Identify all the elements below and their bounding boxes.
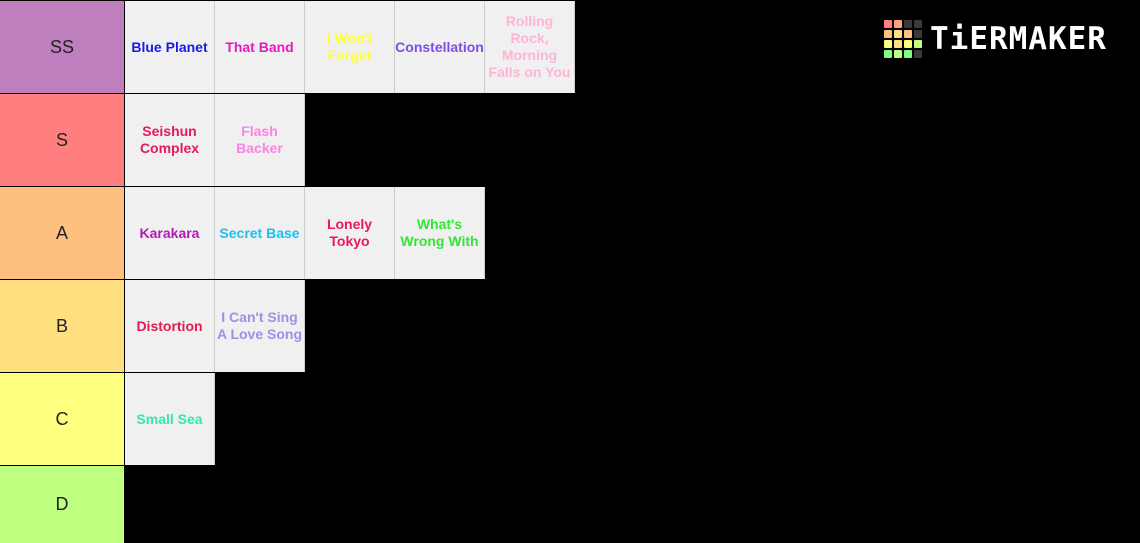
logo-grid-cell	[884, 50, 892, 58]
tier-item[interactable]: I Won't Forget	[305, 1, 395, 93]
logo-grid-cell	[894, 20, 902, 28]
logo-grid-cell	[894, 30, 902, 38]
tier-items: Small Sea	[125, 373, 215, 465]
tier-items: Blue Planet That Band I Won't Forget Conste…	[125, 1, 575, 93]
logo-grid-cell	[914, 50, 922, 58]
tier-items: Karakara Secret Base Lonely Tokyo What's Wr…	[125, 187, 485, 279]
tier-item[interactable]: That Band	[215, 1, 305, 93]
logo-grid-cell	[894, 50, 902, 58]
tier-label[interactable]: S	[0, 94, 125, 186]
tier-item-label: Secret Base	[219, 224, 300, 241]
tier-item[interactable]: Distortion	[125, 280, 215, 372]
logo-grid-cell	[904, 50, 912, 58]
logo-grid-cell	[904, 30, 912, 38]
tier-item-label: I Can't Sing A Love Song	[216, 309, 303, 342]
logo-grid-cell	[904, 40, 912, 48]
tier-item-label: Seishun Complex	[139, 123, 200, 156]
tiermaker-logo[interactable]: TiERMAKER	[884, 20, 1107, 58]
tier-item[interactable]: Seishun Complex	[125, 94, 215, 186]
tier-item-label: Lonely Tokyo	[326, 216, 373, 249]
tier-label[interactable]: B	[0, 280, 125, 372]
tier-item[interactable]: What's Wrong With	[395, 187, 485, 279]
tier-row-ss: SS Blue Planet That Band I Won't Forget Cons…	[0, 1, 575, 93]
logo-grid-cell	[884, 30, 892, 38]
tier-item-label: I Won't Forget	[326, 30, 373, 63]
logo-grid-icon	[884, 20, 922, 58]
logo-grid-cell	[914, 30, 922, 38]
tier-label[interactable]: A	[0, 187, 125, 279]
tier-item[interactable]: Constellation	[395, 1, 485, 93]
logo-grid-cell	[914, 20, 922, 28]
tier-row-b: B Distortion I Can't Sing A Love Song	[0, 280, 305, 372]
logo-text: TiERMAKER	[930, 21, 1107, 57]
tier-item[interactable]: I Can't Sing A Love Song	[215, 280, 305, 372]
tier-row-d: D	[0, 466, 125, 543]
tier-item-label: That Band	[225, 38, 294, 55]
tier-item-label: Flash Backer	[236, 123, 283, 156]
tier-row-c: C Small Sea	[0, 373, 215, 465]
tier-label[interactable]: SS	[0, 1, 125, 93]
tier-row-s: S Seishun Complex Flash Backer	[0, 94, 305, 186]
tier-items: Seishun Complex Flash Backer	[125, 94, 305, 186]
tier-item-label: Rolling Rock, Morning Falls on You	[488, 13, 571, 80]
tier-item[interactable]: Blue Planet	[125, 1, 215, 93]
tier-item-label: Blue Planet	[131, 38, 208, 55]
tier-item-label: Karakara	[139, 224, 200, 241]
tier-item[interactable]: Small Sea	[125, 373, 215, 465]
tier-item[interactable]: Secret Base	[215, 187, 305, 279]
tier-item[interactable]: Karakara	[125, 187, 215, 279]
tier-label[interactable]: C	[0, 373, 125, 465]
logo-grid-cell	[884, 20, 892, 28]
logo-grid-cell	[914, 40, 922, 48]
tier-item-label: What's Wrong With	[400, 216, 479, 249]
tier-item[interactable]: Flash Backer	[215, 94, 305, 186]
logo-grid-cell	[894, 40, 902, 48]
tier-item[interactable]: Lonely Tokyo	[305, 187, 395, 279]
tier-item[interactable]: Rolling Rock, Morning Falls on You	[485, 1, 575, 93]
tier-label[interactable]: D	[0, 466, 125, 543]
tier-row-a: A Karakara Secret Base Lonely Tokyo What's W…	[0, 187, 485, 279]
tier-item-label: Small Sea	[136, 410, 203, 427]
tier-items: Distortion I Can't Sing A Love Song	[125, 280, 305, 372]
logo-grid-cell	[884, 40, 892, 48]
tier-item-label: Distortion	[136, 317, 203, 334]
logo-grid-cell	[904, 20, 912, 28]
tier-item-label: Constellation	[395, 38, 484, 55]
